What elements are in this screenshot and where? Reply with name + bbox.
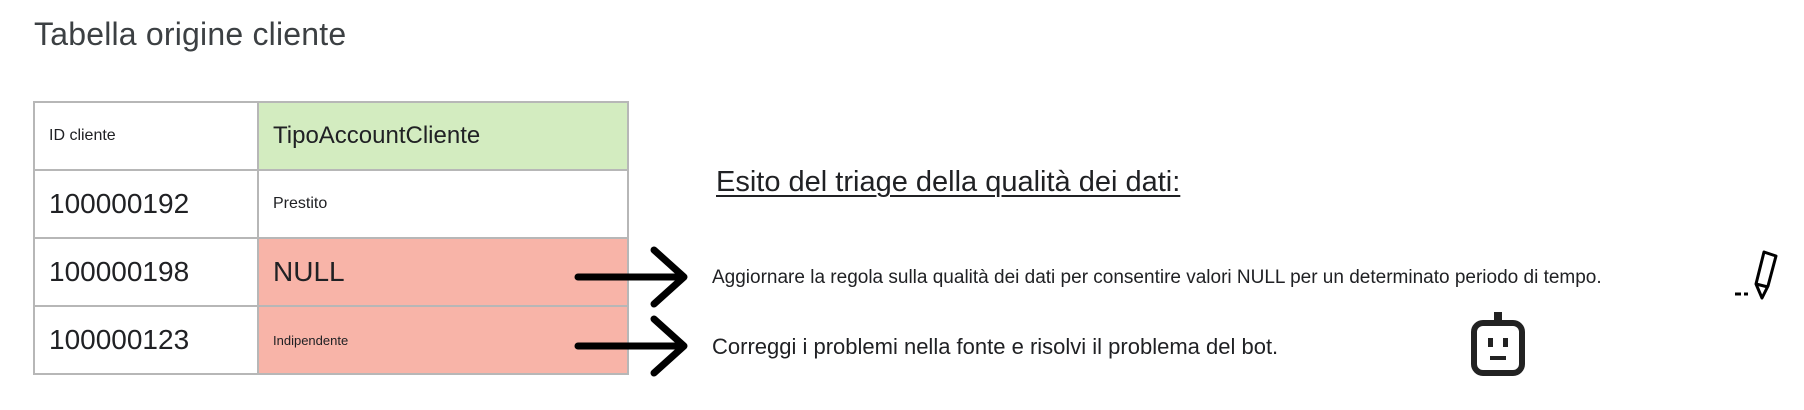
cell-id: 100000123 — [33, 305, 259, 375]
cell-account-type-invalid: Indipendente — [257, 305, 629, 375]
cell-id: 100000198 — [33, 237, 259, 307]
source-table: ID cliente TipoAccountCliente 100000192 … — [33, 101, 629, 375]
table-row: 100000123 Indipendente — [33, 305, 629, 375]
right-arrow-icon — [574, 246, 688, 308]
right-arrow-icon — [574, 315, 688, 377]
robot-icon — [1471, 312, 1525, 376]
cell-account-type-null: NULL — [257, 237, 629, 307]
table-row: 100000198 NULL — [33, 237, 629, 307]
outcome-item-fix-source: Correggi i problemi nella fonte e risolv… — [712, 334, 1279, 359]
table-header-row: ID cliente TipoAccountCliente — [33, 101, 629, 171]
page-title: Tabella origine cliente — [34, 16, 347, 52]
cell-id: 100000192 — [33, 169, 259, 239]
table-row: 100000192 Prestito — [33, 169, 629, 239]
header-id-cliente: ID cliente — [33, 101, 259, 171]
outcome-title: Esito del triage della qualità dei dati: — [716, 166, 1181, 198]
outcome-item-update-rule: Aggiornare la regola sulla qualità dei d… — [712, 267, 1602, 288]
header-tipo-account: TipoAccountCliente — [257, 101, 629, 171]
pencil-icon — [1735, 250, 1778, 300]
cell-account-type: Prestito — [257, 169, 629, 239]
